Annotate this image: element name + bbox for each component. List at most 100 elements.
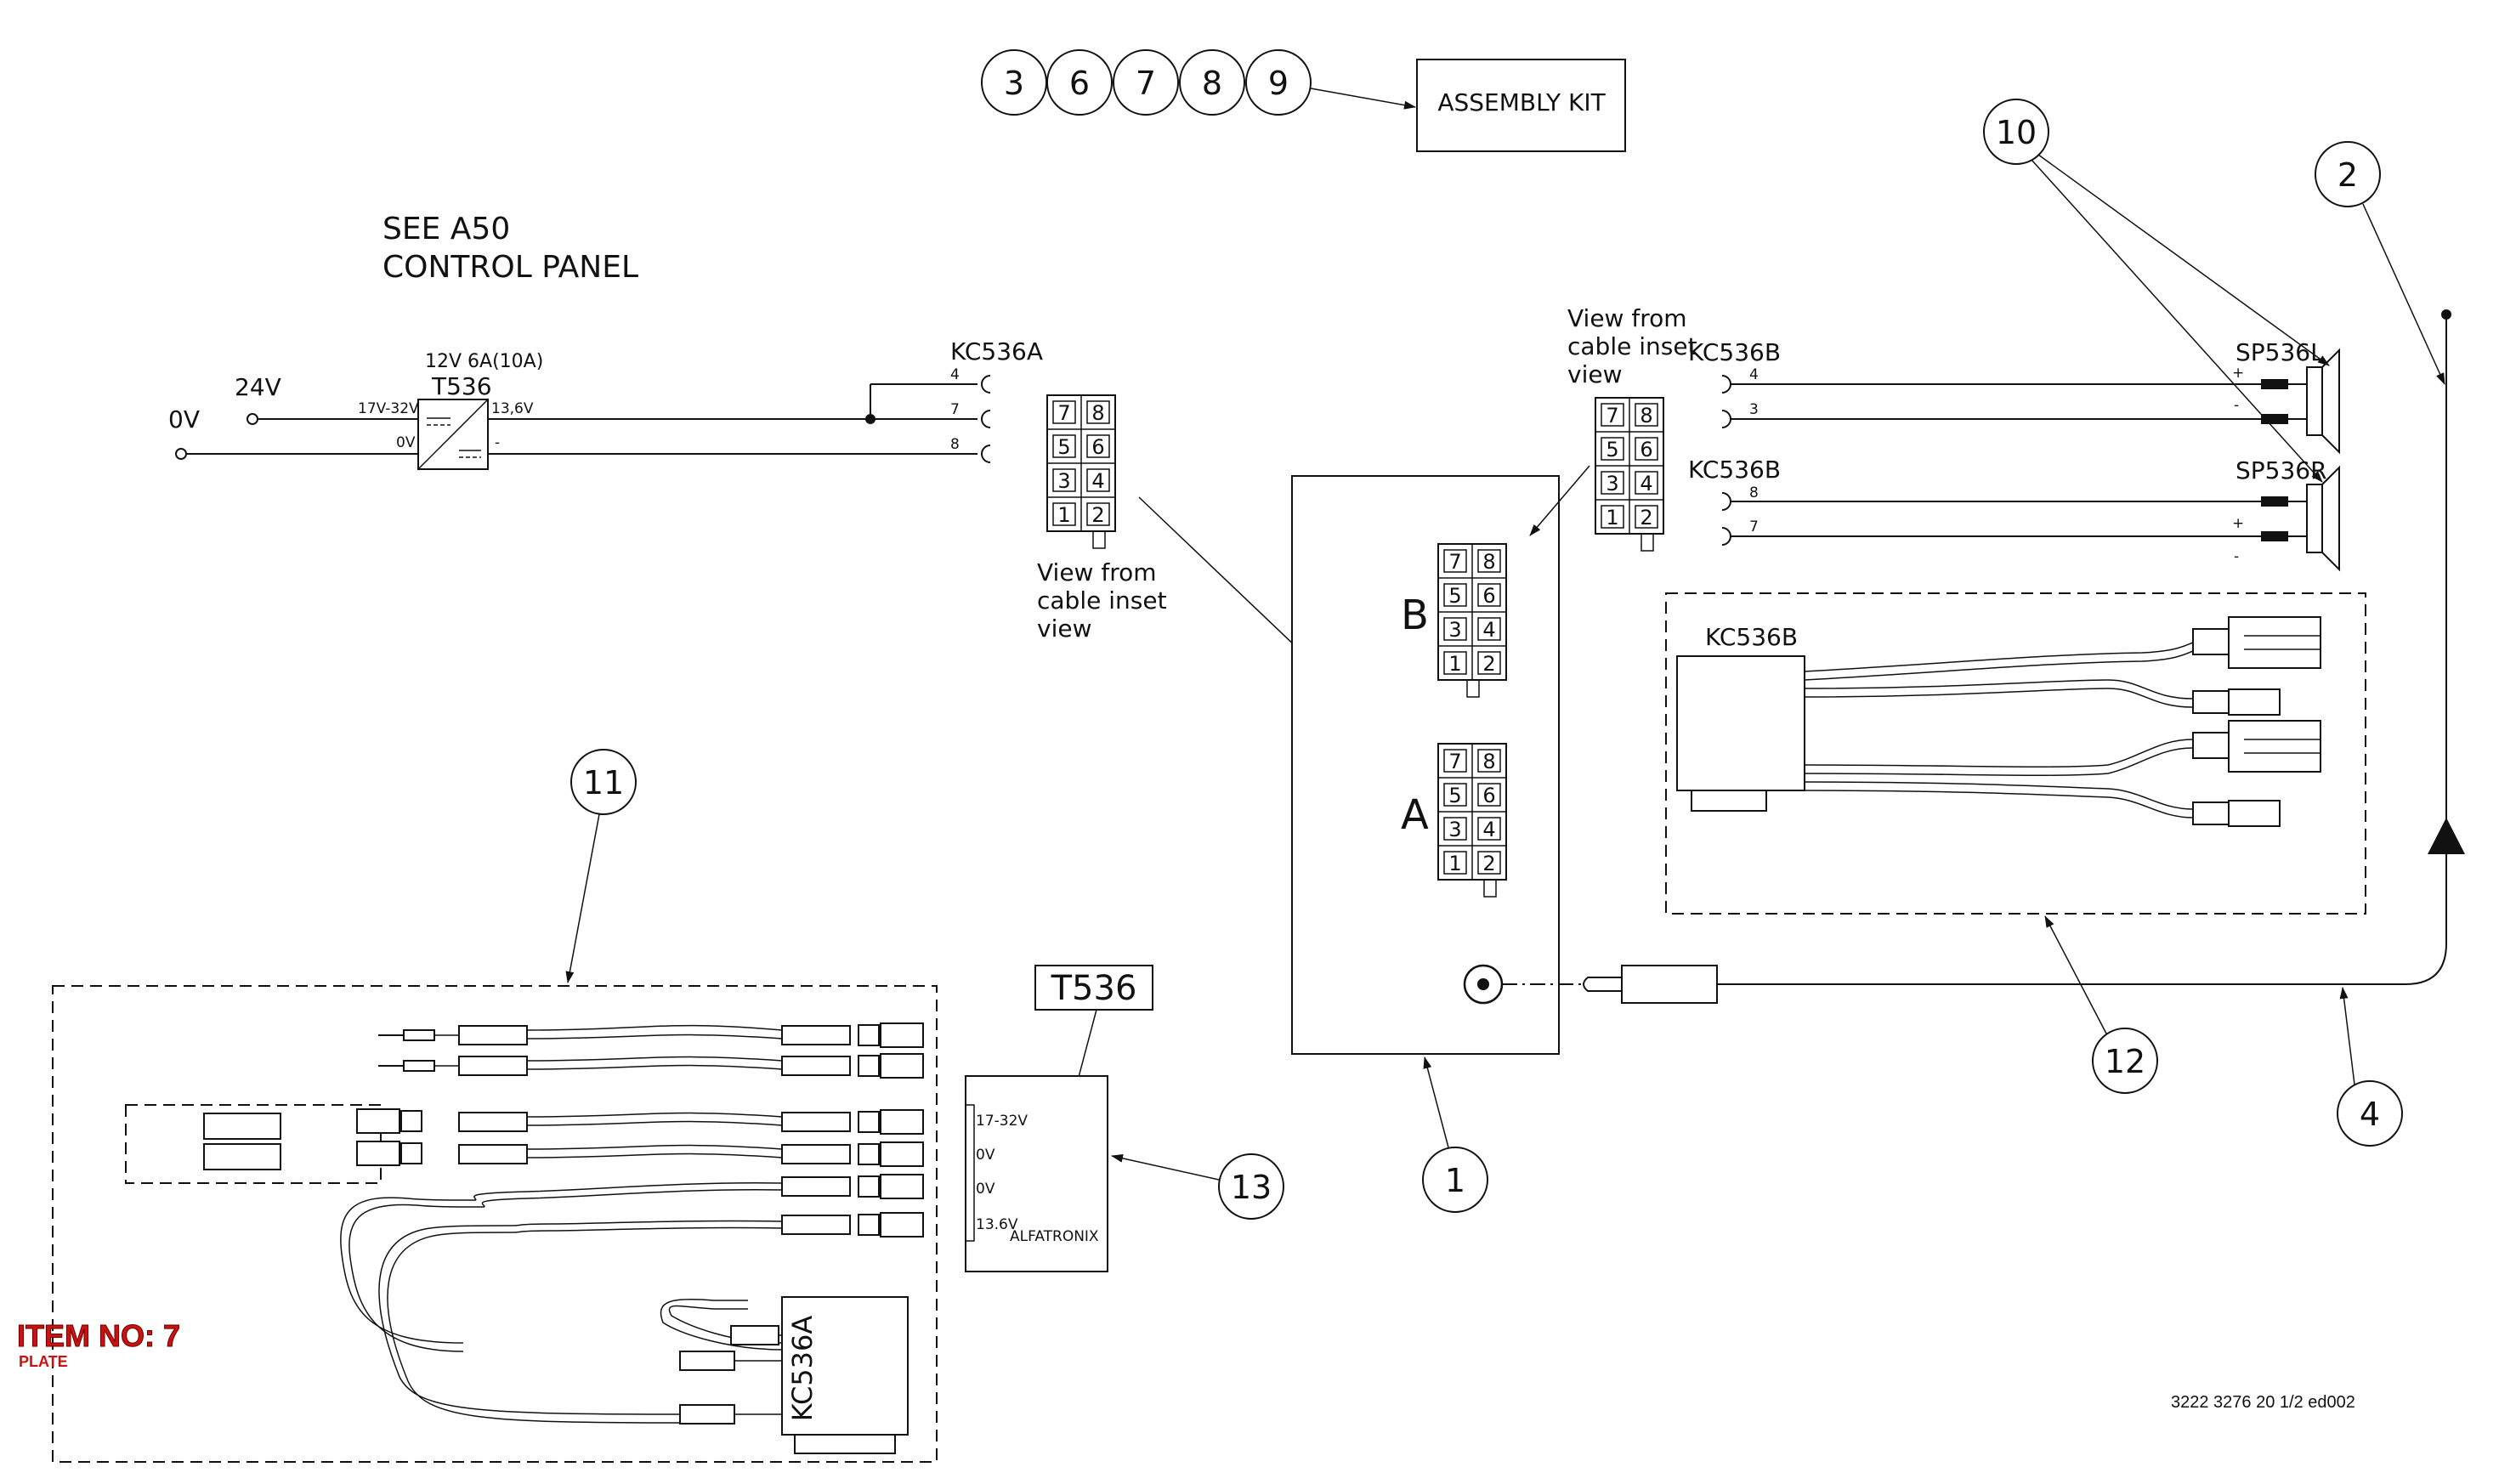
port-b-grid[interactable]: 7 8 5 6 3 4 1 2 [1437, 543, 1507, 698]
pin-a-1: 1 [1448, 852, 1461, 875]
plate-item-7: KC536A [52, 985, 938, 1463]
bubble-10-label: 10 [1996, 114, 2037, 151]
terminal-3[interactable] [2192, 732, 2230, 759]
pin-a-7: 7 [1448, 750, 1461, 773]
terminal-1[interactable] [2192, 628, 2230, 655]
pin-a-5: 5 [1448, 784, 1461, 807]
speaker-left-minus: - [2234, 397, 2239, 414]
pin-left-5: 5 [1057, 435, 1070, 459]
harness-label: KC536B [1705, 623, 1798, 651]
kc536a-block[interactable] [781, 1296, 909, 1436]
item-number: ITEM NO: 7 [17, 1318, 180, 1353]
alfatronix-l2: 0V [976, 1147, 995, 1164]
terminal-2[interactable] [2192, 690, 2230, 714]
bubble-4[interactable] [2337, 1080, 2403, 1147]
connector-a-name: KC536A [950, 337, 1043, 365]
power-section: 0V 24V 17V-32V 0V 12V 6A(10A) T536 13,6V… [168, 337, 1043, 470]
bubble-13[interactable] [1218, 1153, 1284, 1220]
output-voltage-label: 13,6V [491, 400, 534, 417]
pin-b-6: 6 [1482, 584, 1495, 608]
kit-bubble-label-3: 7 [1136, 65, 1156, 102]
socket-a-4[interactable] [981, 375, 991, 394]
bubble-10[interactable] [1983, 99, 2049, 165]
pin-b-7: 7 [1448, 550, 1461, 574]
pin-left-6: 6 [1091, 435, 1104, 459]
terminal-4[interactable] [2192, 801, 2230, 825]
t536-label-box[interactable] [1034, 965, 1153, 1011]
converter-name: T536 [431, 372, 492, 400]
pin-right-1: 1 [1606, 506, 1618, 530]
label-0v: 0V [168, 405, 200, 433]
view-note-right-1: View from [1567, 304, 1687, 332]
pin-b-8: 8 [1482, 550, 1495, 574]
terminal-0v[interactable] [175, 448, 187, 460]
pin-b-2: 2 [1482, 652, 1495, 676]
pin-left-7: 7 [1057, 401, 1070, 425]
bubble-12-label: 12 [2105, 1043, 2145, 1080]
socket-b-7[interactable] [1721, 527, 1731, 546]
speaker-right-plus: + [2232, 515, 2244, 532]
pin-left-2: 2 [1091, 503, 1104, 527]
kit-bubble-label-1: 3 [1004, 65, 1024, 102]
pin-b-4: 4 [1482, 618, 1495, 642]
socket-b-8[interactable] [1721, 492, 1731, 511]
alfatronix-l3: 0V [976, 1181, 995, 1198]
connector-a-pin-3: 8 [950, 436, 960, 453]
harness-connector-body[interactable] [1676, 655, 1805, 791]
kit-bubble-label-2: 6 [1069, 65, 1090, 102]
pin-left-4: 4 [1091, 469, 1104, 493]
terminal-24v[interactable] [246, 413, 258, 425]
socket-b-4[interactable] [1721, 375, 1731, 394]
control-unit-body[interactable] [1291, 475, 1560, 1055]
label-24v: 24V [235, 373, 281, 401]
bubble-11-label: 11 [583, 764, 624, 801]
item-subtitle: PLATE [19, 1353, 68, 1370]
port-a-grid[interactable]: 7 8 5 6 3 4 1 2 [1437, 743, 1507, 898]
bubble-2[interactable] [2315, 141, 2381, 207]
pin-left-3: 3 [1057, 469, 1070, 493]
speaker-left[interactable] [2306, 366, 2323, 436]
speaker-right-label: SP536R [2236, 456, 2327, 484]
speaker-left-plus: + [2232, 365, 2244, 382]
kit-bubble-5[interactable] [1245, 49, 1312, 116]
kit-bubble-label-4: 8 [1202, 65, 1222, 102]
socket-b-3[interactable] [1721, 410, 1731, 428]
bubble-12[interactable] [2092, 1028, 2158, 1094]
alfatronix-l1: 17-32V [976, 1113, 1028, 1130]
connector-b-pin-3: 3 [1749, 401, 1759, 418]
antenna-plug[interactable] [1621, 965, 1718, 1004]
speaker-right[interactable] [2306, 484, 2323, 553]
kit-bubble-4[interactable] [1179, 49, 1245, 116]
pin-grid-left: 7 8 5 6 3 4 1 2 View from cable inset vi… [1037, 394, 1167, 643]
input-range-label: 17V-32V [358, 400, 419, 417]
antenna-triangle-icon [2428, 818, 2465, 854]
bubble-11[interactable] [570, 749, 637, 815]
socket-a-7[interactable] [981, 410, 991, 428]
pin-a-2: 2 [1482, 852, 1495, 875]
output-minus-label: - [495, 434, 500, 451]
see-ref-line2: CONTROL PANEL [382, 250, 638, 285]
pin-a-8: 8 [1482, 750, 1495, 773]
connector-b-pin-4: 4 [1749, 366, 1759, 383]
kit-bubble-3[interactable] [1113, 49, 1179, 116]
bubble-1[interactable] [1422, 1147, 1488, 1213]
pin-a-4: 4 [1482, 818, 1495, 841]
plate-outline [52, 985, 938, 1463]
socket-a-8[interactable] [981, 445, 991, 463]
alfatronix-l4: 13.6V [976, 1216, 1018, 1233]
pin-right-5: 5 [1606, 438, 1618, 462]
connector-b-pin-8: 8 [1749, 484, 1759, 501]
connector-b-name-bottom: KC536B [1688, 456, 1781, 484]
pin-b-1: 1 [1448, 652, 1461, 676]
view-note-left-2: cable inset [1037, 586, 1167, 615]
alfatronix-converter[interactable]: 17-32V 0V 0V 13.6V ALFATRONIX [965, 1075, 1108, 1272]
view-note-right-2: cable inset [1567, 332, 1697, 360]
kit-bubble-2[interactable] [1046, 49, 1113, 116]
bubble-13-label: 13 [1231, 1169, 1272, 1206]
input-0v-label: 0V [396, 434, 416, 451]
antenna-cable [1583, 309, 2465, 1004]
pin-b-5: 5 [1448, 584, 1461, 608]
assembly-kit-box[interactable] [1416, 59, 1626, 152]
assembly-kit-group: 3 6 7 8 9 ASSEMBLY KIT [981, 49, 1626, 152]
